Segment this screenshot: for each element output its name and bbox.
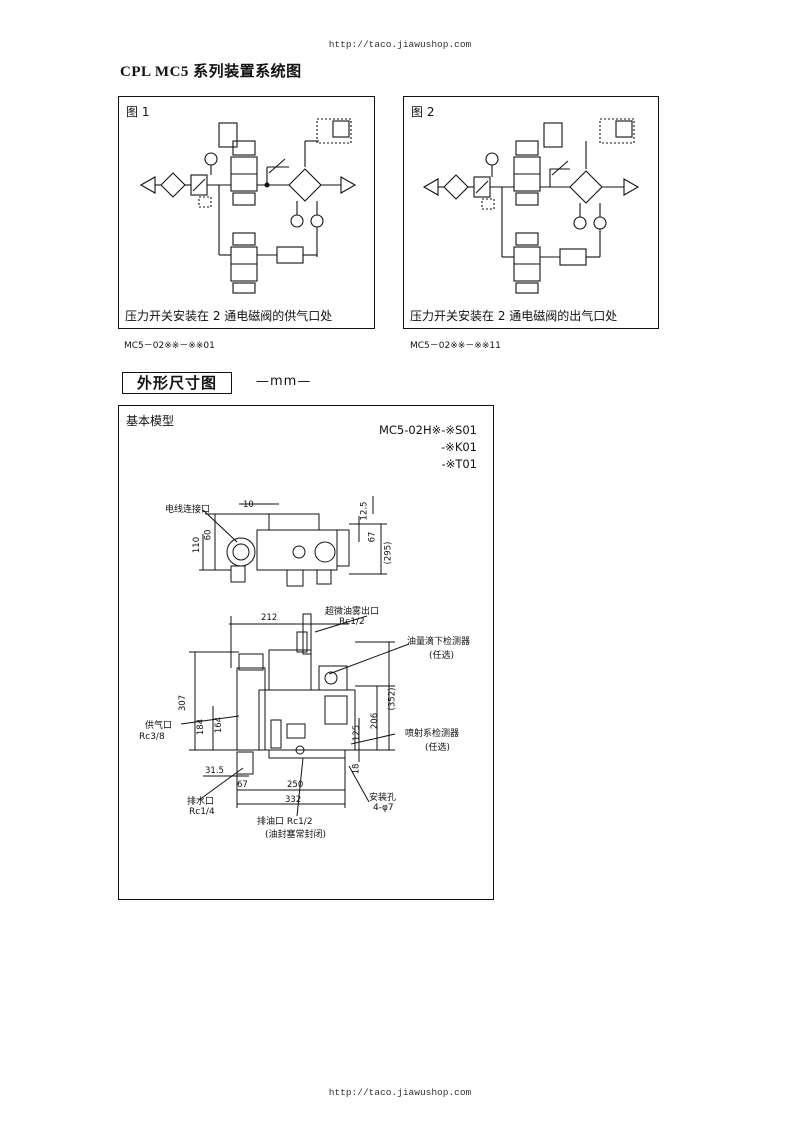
dim-12-5: 12.5 xyxy=(359,501,370,521)
label-spray-detector: 喷射系检测器 xyxy=(405,729,460,739)
dim-184: 184 xyxy=(196,718,207,736)
section-title: 外形尺寸图 xyxy=(122,372,232,394)
model-list: MC5-02H※-※S01 -※K01 -※T01 xyxy=(379,422,477,473)
dim-10: 10 xyxy=(243,500,254,510)
page-title: CPL MC5 系列装置系统图 xyxy=(120,64,302,80)
figure-2-label: 图 2 xyxy=(411,105,435,119)
figure-1-caption: 压力开关安装在 2 通电磁阀的供气口处 xyxy=(125,309,333,323)
figure-2-model: MC5－02※※－※※11 xyxy=(410,341,501,351)
label-mount-hole: 安装孔 xyxy=(369,793,397,803)
label-overflow-thread: Rc1/2 xyxy=(339,617,365,627)
figure-1-model: MC5－02※※－※※01 xyxy=(124,341,215,351)
label-overflow-port: 超微油雾出口 xyxy=(325,607,380,617)
dim-352: (352) xyxy=(387,687,398,711)
dim-250: 250 xyxy=(287,780,304,790)
figure-2-schematic xyxy=(422,118,640,294)
dim-18: 18 xyxy=(351,763,362,775)
dim-164: 164 xyxy=(214,716,225,734)
label-oil-detector: 油量滴下检测器 xyxy=(407,637,471,647)
figure-2-caption: 压力开关安装在 2 通电磁阀的出气口处 xyxy=(410,309,618,323)
figure-2-panel: 图 2 xyxy=(403,96,659,329)
dim-307: 307 xyxy=(178,694,189,712)
dim-332: 332 xyxy=(285,795,302,805)
label-air-supply-thread: Rc3/8 xyxy=(139,732,165,742)
figure-1-panel: 图 1 xyxy=(118,96,375,329)
label-oil-drain: 排油口 Rc1/2 xyxy=(257,817,313,827)
model-item: -※T01 xyxy=(441,457,477,471)
dim-206: 206 xyxy=(370,712,381,730)
dim-60: 60 xyxy=(203,529,214,541)
unit-label: —mm— xyxy=(256,374,312,389)
dimension-drawing-panel: 基本模型 MC5-02H※-※S01 -※K01 -※T01 xyxy=(118,405,494,900)
footer-url: http://taco.jiawushop.com xyxy=(328,1087,472,1098)
basic-model-label: 基本模型 xyxy=(126,414,175,428)
dim-295: (295) xyxy=(383,541,394,565)
label-mount-hole-spec: 4-φ7 xyxy=(373,803,394,813)
dim-212: 212 xyxy=(261,613,278,623)
label-oil-drain-note: (油封塞常封闭) xyxy=(265,830,327,840)
label-oil-detector-opt: (任选) xyxy=(429,651,455,661)
label-wire-port: 电线连接口 xyxy=(165,505,211,515)
label-drain-thread: Rc1/4 xyxy=(189,807,215,817)
dimension-drawing xyxy=(180,496,410,817)
dim-125: 125 xyxy=(352,724,363,742)
dim-67: 67 xyxy=(367,531,378,543)
header-url: http://taco.jiawushop.com xyxy=(328,39,472,50)
model-item: MC5-02H※-※S01 xyxy=(378,423,477,437)
model-item: -※K01 xyxy=(441,440,477,454)
dim-67b: 67 xyxy=(237,780,248,790)
label-spray-detector-opt: (任选) xyxy=(425,743,451,753)
label-drain: 排水口 xyxy=(187,797,215,807)
figure-1-schematic xyxy=(139,118,357,294)
dim-110: 110 xyxy=(192,536,203,554)
label-air-supply: 供气口 xyxy=(145,721,173,731)
figure-1-label: 图 1 xyxy=(126,105,150,119)
dim-31-5: 31.5 xyxy=(205,766,224,776)
